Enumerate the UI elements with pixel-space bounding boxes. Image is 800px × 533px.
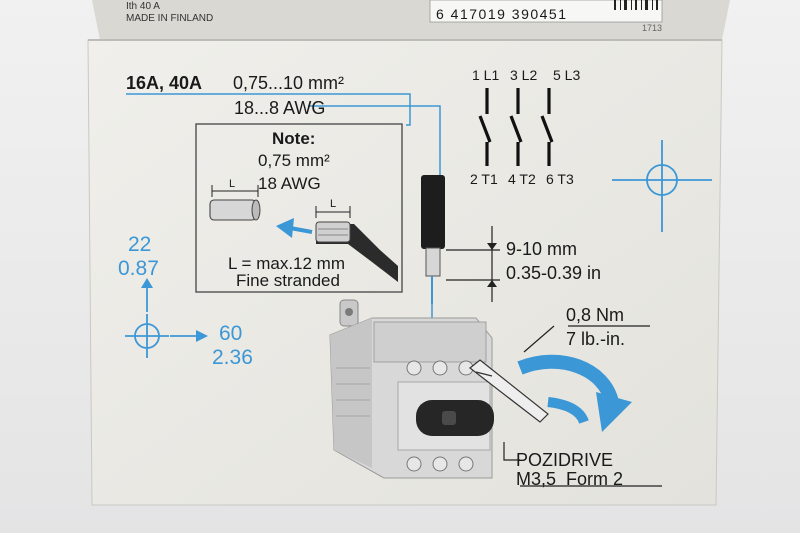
driver-type: POZIDRIVE [516,450,614,470]
product-code-label: Ith 40 A [126,1,160,12]
screwdriver-icon [469,359,549,423]
ferrule-wire-icon [209,185,261,221]
torque-imperial: 7 lb.-in. [566,329,626,349]
torque-metric: 0,8 Nm [566,305,625,325]
awg-range: 18...8 AWG [234,98,326,118]
cross-section-range: 0,75...10 mm² [233,73,345,93]
current-rating: 16A, 40A [126,73,203,93]
strip-length-in: 0.35-0.39 in [506,263,602,283]
note-box [195,123,403,293]
crosshair-icon [125,314,169,358]
note-wire-type: Fine stranded [236,271,340,290]
strip-dimension [446,226,500,302]
arrow-up-icon [141,278,153,288]
wire-ferrule-icon [421,175,445,304]
dimension-horizontal-mm: 60 [219,322,243,345]
note-awg: 18 AWG [258,174,321,193]
switch-device-icon [329,299,494,479]
terminal-top-2: 3 L2 [510,67,538,83]
torque-leader [503,325,662,487]
dimension-horizontal-in: 2.36 [212,346,253,369]
dimension-vertical-in: 0.87 [118,257,159,280]
note-length-label-right: L [330,198,337,210]
terminal-bottom-2: 4 T2 [508,171,536,187]
batch-label: 1713 [642,23,663,33]
note-max-length: L = max.12 mm [228,254,345,273]
barcode [614,0,658,10]
box-lid [92,0,730,40]
note-title: Note: [272,129,316,148]
crosshair-icon [612,140,712,232]
terminal-bottom-3: 6 T3 [546,171,574,187]
circuit-diagram [478,88,554,166]
insert-arrow-icon [276,218,313,238]
terminal-top-3: 5 L3 [553,67,581,83]
rotate-arrow-icon [517,354,632,432]
driver-size: M3,5 Form 2 [516,469,624,489]
note-length-label-left: L [229,178,236,190]
strip-length-mm: 9-10 mm [506,239,578,259]
origin-label: MADE IN FINLAND [126,13,214,24]
dimension-vertical-mm: 22 [128,233,152,256]
barcode-number: 6 417019 390451 [436,6,568,22]
stranded-cable-icon [315,206,398,282]
note-cross-section: 0,75 mm² [258,151,330,170]
terminal-bottom-1: 2 T1 [470,171,498,187]
terminal-top-1: 1 L1 [472,67,500,83]
arrow-right-icon [196,330,208,342]
dimension-arrows [146,286,198,337]
